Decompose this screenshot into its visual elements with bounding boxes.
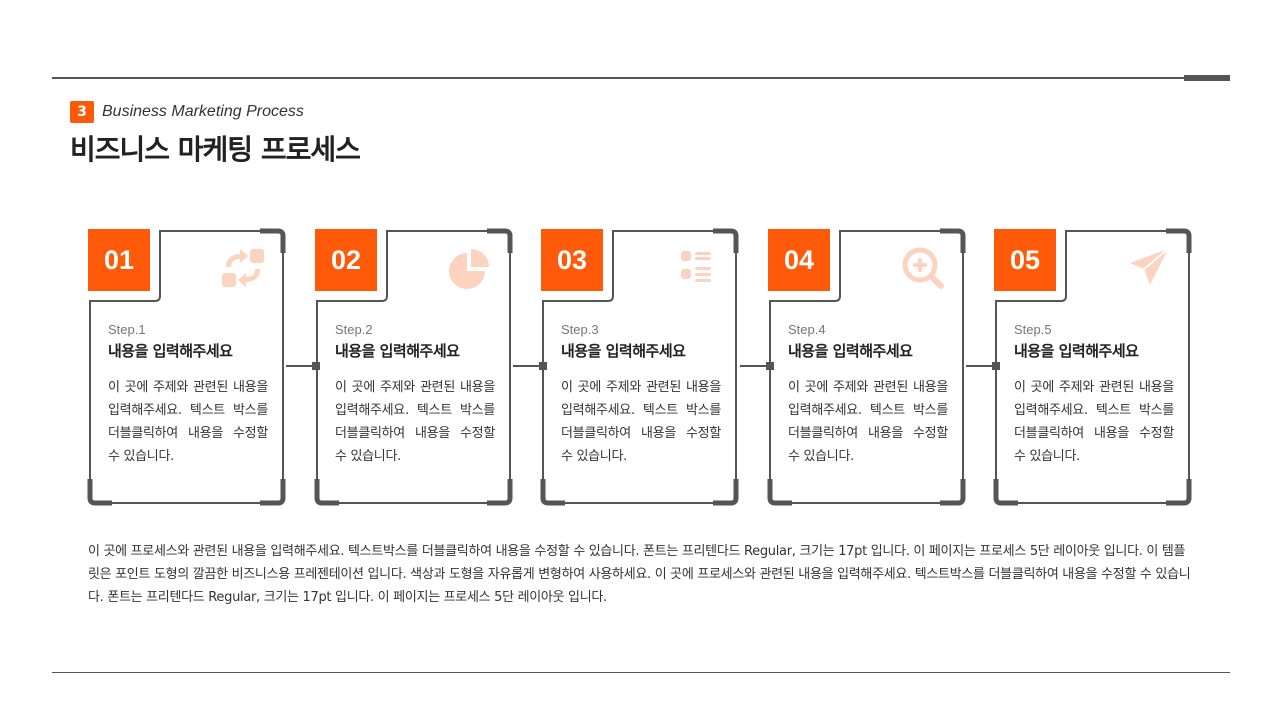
step-label: Step.2 bbox=[335, 322, 373, 337]
card-frame bbox=[314, 228, 513, 506]
step-title: 내용을 입력해주세요 bbox=[335, 342, 460, 360]
top-divider bbox=[52, 77, 1230, 79]
top-divider-accent bbox=[1184, 75, 1230, 81]
step-number-badge: 04 bbox=[768, 229, 830, 291]
step-label: Step.4 bbox=[788, 322, 826, 337]
list-icon bbox=[681, 251, 711, 282]
process-card-5[interactable]: 05 Step.5 내용을 입력해주세요 이 곳에 주제와 관련된 내용을 입력… bbox=[993, 228, 1192, 506]
pie-chart-icon bbox=[449, 249, 489, 289]
step-title: 내용을 입력해주세요 bbox=[561, 342, 686, 360]
step-body: 이 곳에 주제와 관련된 내용을 입력해주세요. 텍스트 박스를 더블클릭하여 … bbox=[108, 380, 268, 464]
step-body: 이 곳에 주제와 관련된 내용을 입력해주세요. 텍스트 박스를 더블클릭하여 … bbox=[561, 380, 721, 464]
zoom-in-icon bbox=[902, 247, 944, 289]
section-number-badge: 3 bbox=[70, 101, 94, 123]
step-title: 내용을 입력해주세요 bbox=[108, 342, 233, 360]
card-frame bbox=[87, 228, 286, 506]
process-card-2[interactable]: 02 Step.2 내용을 입력해주세요 이 곳에 주제와 관련된 내용을 입력… bbox=[314, 228, 513, 506]
connector-2-3 bbox=[513, 362, 547, 370]
page-title: 비즈니스 마케팅 프로세스 bbox=[70, 133, 361, 166]
connector-1-2 bbox=[286, 362, 320, 370]
connector-3-4 bbox=[740, 362, 774, 370]
process-card-3[interactable]: 03 Step.3 내용을 입력해주세요 이 곳에 주제와 관련된 내용을 입력… bbox=[540, 228, 739, 506]
card-frame bbox=[767, 228, 966, 506]
connector-4-5 bbox=[966, 362, 1000, 370]
step-number-badge: 03 bbox=[541, 229, 603, 291]
step-number-badge: 01 bbox=[88, 229, 150, 291]
step-number-badge: 02 bbox=[315, 229, 377, 291]
step-body: 이 곳에 주제와 관련된 내용을 입력해주세요. 텍스트 박스를 더블클릭하여 … bbox=[335, 380, 495, 464]
card-frame bbox=[540, 228, 739, 506]
step-body: 이 곳에 주제와 관련된 내용을 입력해주세요. 텍스트 박스를 더블클릭하여 … bbox=[1014, 380, 1174, 464]
process-card-1[interactable]: 01 Step.1 내용을 입력해주세요 이 곳에 주제와 관련된 내용을 입력… bbox=[87, 228, 286, 506]
step-label: Step.1 bbox=[108, 322, 146, 337]
step-body: 이 곳에 주제와 관련된 내용을 입력해주세요. 텍스트 박스를 더블클릭하여 … bbox=[788, 380, 948, 464]
bottom-divider bbox=[52, 672, 1230, 673]
step-title: 내용을 입력해주세요 bbox=[1014, 342, 1139, 360]
step-number-badge: 05 bbox=[994, 229, 1056, 291]
process-card-4[interactable]: 04 Step.4 내용을 입력해주세요 이 곳에 주제와 관련된 내용을 입력… bbox=[767, 228, 966, 506]
step-label: Step.5 bbox=[1014, 322, 1052, 337]
paper-plane-icon bbox=[1130, 248, 1169, 285]
step-label: Step.3 bbox=[561, 322, 599, 337]
cycle-arrows-icon bbox=[222, 249, 264, 287]
description-text[interactable]: 이 곳에 프로세스와 관련된 내용을 입력해주세요. 텍스트박스를 더블클릭하여… bbox=[88, 544, 1191, 605]
section-subtitle: Business Marketing Process bbox=[102, 103, 304, 120]
step-title: 내용을 입력해주세요 bbox=[788, 342, 913, 360]
card-frame bbox=[993, 228, 1192, 506]
